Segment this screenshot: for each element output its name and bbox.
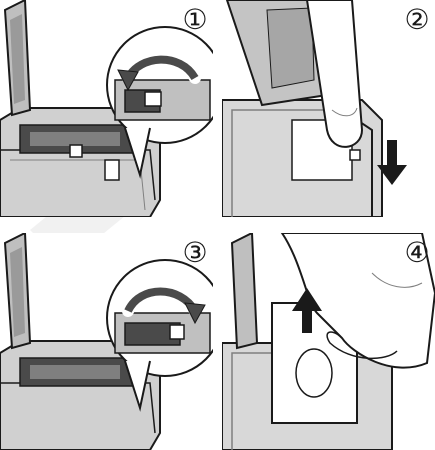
- step-number-badge: ②: [402, 5, 432, 35]
- step-4-panel: ④: [222, 233, 435, 450]
- step-number-badge: ④: [402, 238, 432, 268]
- step-number-badge: ①: [180, 5, 210, 35]
- step-2-panel: ②: [222, 0, 435, 217]
- step-number-badge: ③: [180, 238, 210, 268]
- step-1-panel: ①: [0, 0, 213, 217]
- step-3-panel: ③: [0, 233, 213, 450]
